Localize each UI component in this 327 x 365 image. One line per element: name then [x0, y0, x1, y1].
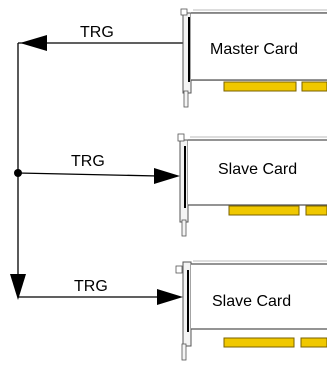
slave-card-2-connector	[300, 337, 327, 348]
slave-card-1-bracket-tab	[177, 133, 185, 142]
master-card-connector	[223, 81, 297, 92]
slave-card-1-bracket-foot	[181, 219, 187, 237]
slave2-trg-label: TRG	[74, 278, 108, 295]
slave-card-2-pcb-fill	[191, 264, 327, 329]
bus-junction-dot	[14, 169, 22, 177]
slave-card-1-connector	[228, 205, 300, 216]
master-card-connector	[301, 81, 327, 92]
slave-card-2-connector	[223, 337, 295, 348]
slave-card-2-bracket-foot	[181, 343, 187, 361]
slave-card-1-pcb-fill	[188, 140, 327, 205]
slave-card-1: Slave Card	[177, 133, 327, 237]
slave-card-2-bracket-tab	[175, 265, 183, 274]
master-card-bracket-tab	[180, 8, 188, 16]
bus-down-arrowhead-icon	[10, 274, 26, 300]
slave1-trg-label: TRG	[71, 153, 105, 170]
slave1-arrowhead-icon	[154, 168, 180, 184]
slave-card-2-label: Slave Card	[212, 293, 291, 310]
slave-card-1-connector	[305, 205, 327, 216]
master-card: Master Card	[180, 8, 327, 108]
master-card-label: Master Card	[210, 41, 298, 58]
master-trg-label: TRG	[80, 24, 114, 41]
slave-card-2: Slave Card	[175, 260, 327, 361]
slave2-arrowhead-icon	[157, 289, 183, 305]
slave-card-1-label: Slave Card	[218, 161, 297, 178]
master-card-bracket-foot	[183, 90, 189, 108]
slave1-trigger-line	[17, 172, 159, 177]
master-card-pcb-fill	[191, 13, 327, 80]
master-arrowhead-icon	[20, 35, 47, 51]
